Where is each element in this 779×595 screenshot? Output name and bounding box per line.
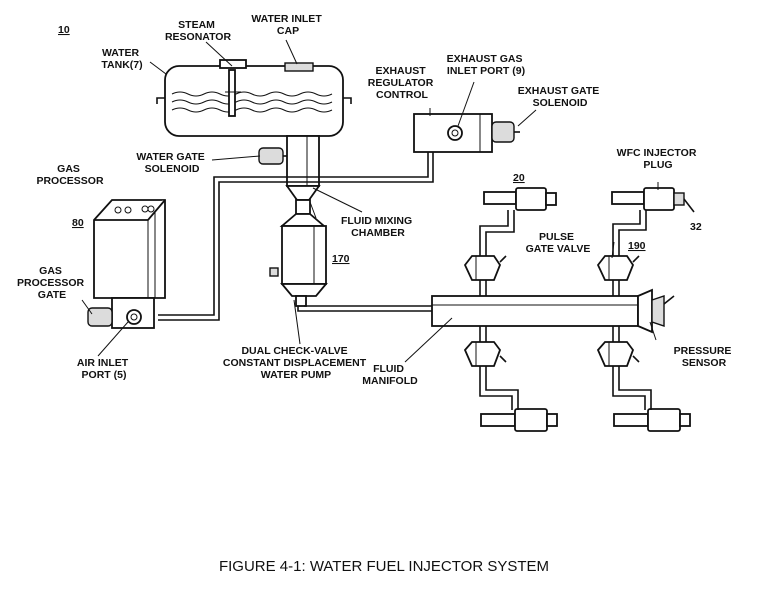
label-wfc-injector-plug: WFC INJECTOR PLUG: [617, 147, 700, 171]
gas-processor: [93, 199, 166, 329]
water-pump: [269, 225, 328, 307]
leader-lines: [81, 39, 659, 363]
pulse-gate-valve-bottom-left: [463, 341, 507, 367]
fluid-mixing-chamber: [279, 135, 327, 227]
wfc-injector-plug: [611, 187, 695, 213]
label-exhaust-gas-inlet-port: EXHAUST GAS INLET PORT (9): [447, 53, 526, 77]
label-fluid-manifold: FLUID MANIFOLD: [362, 363, 418, 387]
ref-32: 32: [690, 221, 702, 233]
label-gas-processor: GAS PROCESSOR: [36, 163, 104, 187]
label-exhaust-regulator-control: EXHAUST REGULATOR CONTROL: [368, 65, 436, 101]
pulse-gate-valve-top-right: [596, 255, 640, 281]
exhaust-gate-solenoid: [491, 121, 520, 143]
gas-processor-gate: [87, 307, 113, 327]
water-inlet-cap: [284, 62, 314, 72]
label-water-tank: WATER TANK(7): [101, 47, 142, 71]
pressure-sensor: [651, 295, 675, 327]
injector-top-left: [483, 187, 557, 211]
label-pressure-sensor: PRESSURE SENSOR: [674, 345, 735, 369]
label-pulse-gate-valve: PULSE GATE VALVE: [526, 231, 591, 255]
steam-resonator: [219, 59, 247, 117]
exhaust-regulator-control: [413, 113, 493, 153]
label-water-gate-solenoid: WATER GATE SOLENOID: [136, 151, 207, 175]
water-gate-solenoid: [258, 147, 287, 165]
label-exhaust-gate-solenoid: EXHAUST GATE SOLENOID: [518, 85, 602, 109]
pulse-gate-valve-bottom-right: [596, 341, 640, 367]
fluid-manifold: [431, 288, 653, 334]
ref-190: 190: [628, 240, 646, 252]
injector-bottom-right: [613, 408, 691, 432]
label-water-inlet-cap: WATER INLET CAP: [251, 13, 324, 37]
injector-bottom-left: [480, 408, 558, 432]
pulse-gate-valve-top-left: [463, 255, 507, 281]
figure-number: 10: [58, 24, 70, 36]
label-fluid-mixing-chamber: FLUID MIXING CHAMBER: [341, 215, 415, 239]
figure-caption: FIGURE 4-1: WATER FUEL INJECTOR SYSTEM: [219, 558, 549, 575]
ref-170: 170: [332, 253, 350, 265]
label-air-inlet-port: AIR INLET PORT (5): [77, 357, 131, 381]
label-gas-processor-gate: GAS PROCESSOR GATE: [17, 265, 87, 301]
water-tank: [156, 65, 352, 137]
ref-80: 80: [72, 217, 84, 229]
pipes: [158, 152, 652, 410]
label-water-pump: DUAL CHECK-VALVE CONSTANT DISPLACEMENT W…: [223, 345, 369, 381]
ref-20: 20: [513, 172, 525, 184]
label-steam-resonator: STEAM RESONATOR: [165, 19, 232, 43]
